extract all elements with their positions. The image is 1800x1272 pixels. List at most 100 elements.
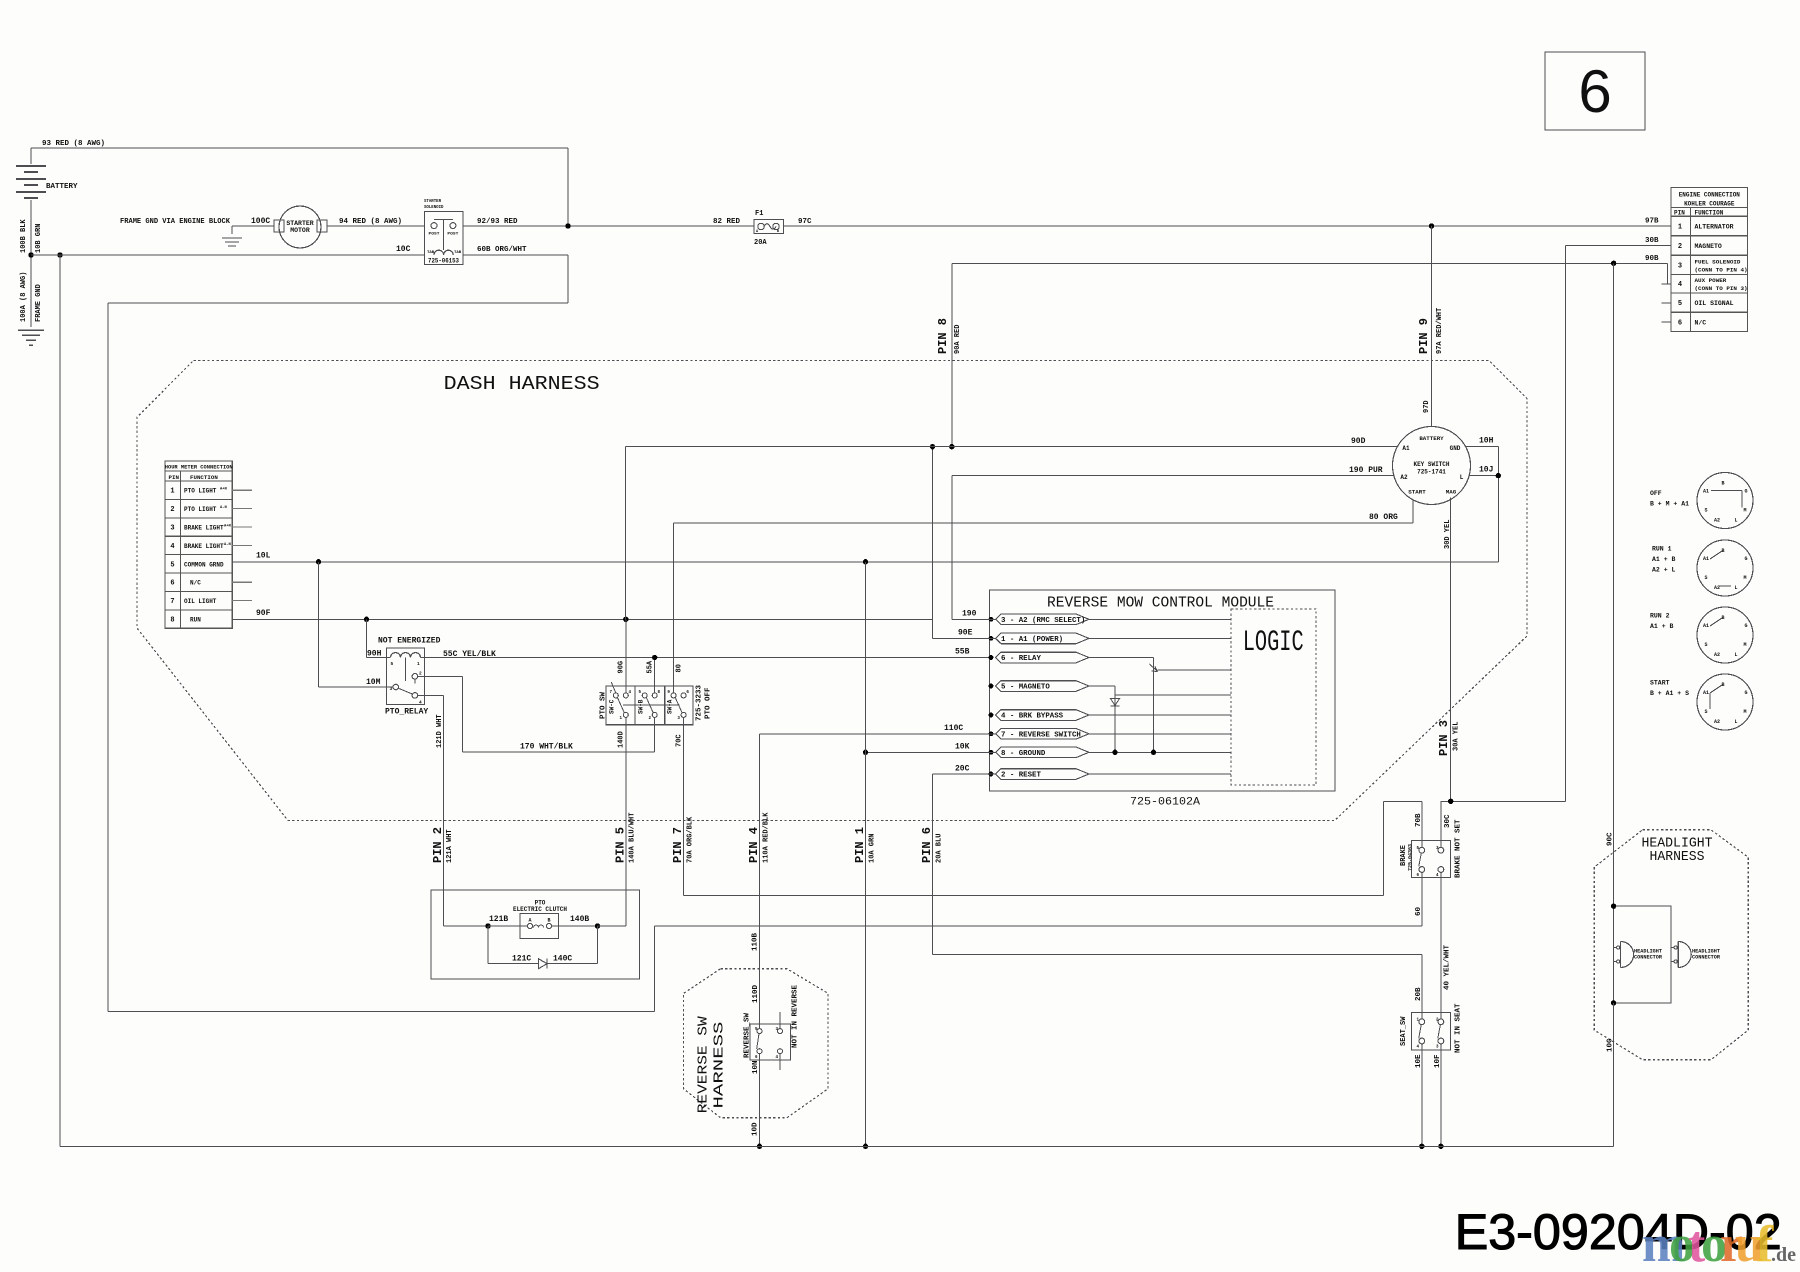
svg-text:A2 + L: A2 + L	[1652, 567, 1676, 574]
svg-text:6: 6	[170, 580, 174, 588]
svg-text:AUX POWER: AUX POWER	[1695, 277, 1727, 284]
svg-text:30B: 30B	[1645, 237, 1659, 245]
svg-text:A-N: A-N	[220, 506, 228, 510]
svg-text:121A WHT: 121A WHT	[446, 829, 454, 863]
svg-text:PIN 1: PIN 1	[853, 827, 867, 863]
svg-text:PIN 5: PIN 5	[613, 827, 627, 863]
svg-text:4: 4	[1417, 1046, 1420, 1050]
svg-text:ENGINE CONNECTION: ENGINE CONNECTION	[1679, 192, 1741, 199]
svg-text:r: r	[1720, 1216, 1743, 1272]
svg-text:o: o	[1701, 1216, 1727, 1272]
svg-text:DASH HARNESS: DASH HARNESS	[444, 373, 600, 395]
svg-text:E3-09204D-02: E3-09204D-02	[1455, 1204, 1782, 1260]
svg-text:1: 1	[1417, 1019, 1420, 1023]
svg-text:A1: A1	[1703, 623, 1709, 629]
svg-text:90F: 90F	[256, 609, 271, 618]
svg-text:RUN 2: RUN 2	[1650, 613, 1670, 620]
svg-text:92/93 RED: 92/93 RED	[477, 218, 518, 226]
svg-text:2: 2	[419, 671, 422, 677]
svg-text:10H: 10H	[1479, 437, 1494, 446]
svg-text:PTO_RELAY: PTO_RELAY	[385, 708, 428, 717]
svg-text:6: 6	[1678, 319, 1682, 327]
svg-text:5: 5	[1417, 847, 1420, 851]
svg-text:BRAKE LIGHT: BRAKE LIGHT	[184, 525, 224, 532]
svg-text:KOHLER COURAGE: KOHLER COURAGE	[1684, 201, 1735, 208]
svg-text:10L: 10L	[256, 552, 271, 561]
svg-text:S: S	[1704, 642, 1707, 648]
svg-text:NOT IN SEAT: NOT IN SEAT	[1455, 1003, 1463, 1053]
svg-text:BRAKE NOT SET: BRAKE NOT SET	[1455, 819, 1463, 878]
svg-text:30C: 30C	[1444, 814, 1452, 828]
svg-text:10N: 10N	[752, 1060, 760, 1074]
svg-text:90E: 90E	[958, 629, 973, 638]
svg-text:PTO: PTO	[535, 900, 546, 907]
svg-text:4: 4	[1678, 281, 1682, 289]
svg-text:START: START	[1650, 680, 1670, 687]
svg-text:97B: 97B	[1645, 218, 1659, 226]
svg-text:1: 1	[170, 488, 174, 496]
svg-text:10F: 10F	[1434, 1054, 1442, 1068]
svg-text:B: B	[547, 918, 550, 924]
svg-text:HARNESS: HARNESS	[713, 1022, 728, 1109]
svg-text:110D: 110D	[752, 984, 760, 1003]
svg-text:20B: 20B	[1415, 987, 1423, 1001]
svg-text:121D WHT: 121D WHT	[436, 714, 444, 748]
svg-text:BATTERY: BATTERY	[46, 183, 78, 191]
svg-text:40 YEL/WHT: 40 YEL/WHT	[1444, 944, 1452, 990]
svg-text:60B ORG/WHT: 60B ORG/WHT	[477, 246, 527, 254]
svg-text:f: f	[1756, 1216, 1774, 1272]
svg-text:20A BLU: 20A BLU	[935, 834, 943, 863]
svg-text:STARTER: STARTER	[424, 198, 441, 204]
svg-text:t: t	[1688, 1216, 1706, 1272]
svg-text:8: 8	[657, 691, 660, 695]
svg-text:121C: 121C	[512, 955, 531, 964]
svg-text:8 - GROUND: 8 - GROUND	[1001, 750, 1046, 758]
svg-text:OIL SIGNAL: OIL SIGNAL	[1695, 300, 1734, 307]
svg-text:CONNECTOR: CONNECTOR	[1692, 955, 1721, 961]
svg-text:3: 3	[677, 717, 680, 721]
svg-text:3 - A2 (RMC SELECT): 3 - A2 (RMC SELECT)	[1001, 617, 1085, 625]
svg-text:MAGNETO: MAGNETO	[1695, 243, 1722, 250]
svg-text:L: L	[1734, 518, 1737, 524]
svg-text:90G: 90G	[618, 661, 626, 674]
svg-text:97C: 97C	[798, 218, 812, 226]
svg-text:4: 4	[629, 691, 632, 695]
svg-text:3: 3	[776, 1028, 779, 1032]
svg-text:90B: 90B	[1645, 255, 1659, 263]
svg-text:B: B	[1721, 548, 1724, 554]
svg-text:OIL LIGHT: OIL LIGHT	[184, 598, 217, 605]
svg-text:S: S	[1704, 508, 1707, 514]
svg-text:10M: 10M	[366, 678, 381, 687]
svg-text:110C: 110C	[944, 724, 963, 733]
svg-text:HEADLIGHT: HEADLIGHT	[1692, 949, 1720, 955]
svg-text:7: 7	[610, 691, 613, 695]
svg-text:2: 2	[648, 717, 651, 721]
svg-text:10C: 10C	[396, 245, 411, 254]
svg-text:190 PUR: 190 PUR	[1349, 466, 1383, 475]
svg-text:A2: A2	[1714, 719, 1720, 725]
svg-text:7 - REVERSE SWITCH: 7 - REVERSE SWITCH	[1001, 732, 1081, 740]
svg-text:M: M	[1743, 508, 1746, 514]
svg-text:20A: 20A	[754, 239, 767, 247]
svg-text:o: o	[1669, 1216, 1695, 1272]
svg-text:F1: F1	[755, 210, 763, 218]
svg-text:30A YEL: 30A YEL	[1453, 722, 1461, 751]
svg-text:B: B	[1721, 481, 1724, 487]
svg-text:G: G	[1744, 556, 1747, 562]
svg-text:6 - RELAY: 6 - RELAY	[1001, 655, 1041, 663]
svg-text:725-04363: 725-04363	[1408, 844, 1414, 871]
svg-text:1 - A1 (POWER): 1 - A1 (POWER)	[1001, 636, 1063, 644]
svg-text:5: 5	[391, 661, 394, 667]
svg-text:KEY SWITCH: KEY SWITCH	[1413, 461, 1449, 468]
svg-text:93 RED (8 AWG): 93 RED (8 AWG)	[42, 140, 105, 148]
svg-text:A+N: A+N	[224, 525, 232, 529]
svg-text:NOT IN REVERSE: NOT IN REVERSE	[792, 984, 800, 1048]
svg-text:20C: 20C	[955, 764, 970, 773]
svg-text:HEADLIGHT: HEADLIGHT	[1642, 836, 1713, 851]
svg-text:L: L	[1734, 652, 1737, 658]
svg-text:100A (8 AWG): 100A (8 AWG)	[20, 272, 28, 322]
svg-text:5 - MAGNETO: 5 - MAGNETO	[1001, 684, 1050, 692]
svg-text:3: 3	[1436, 847, 1439, 851]
svg-text:30D YEL: 30D YEL	[1444, 520, 1452, 549]
svg-text:m: m	[1642, 1216, 1685, 1272]
